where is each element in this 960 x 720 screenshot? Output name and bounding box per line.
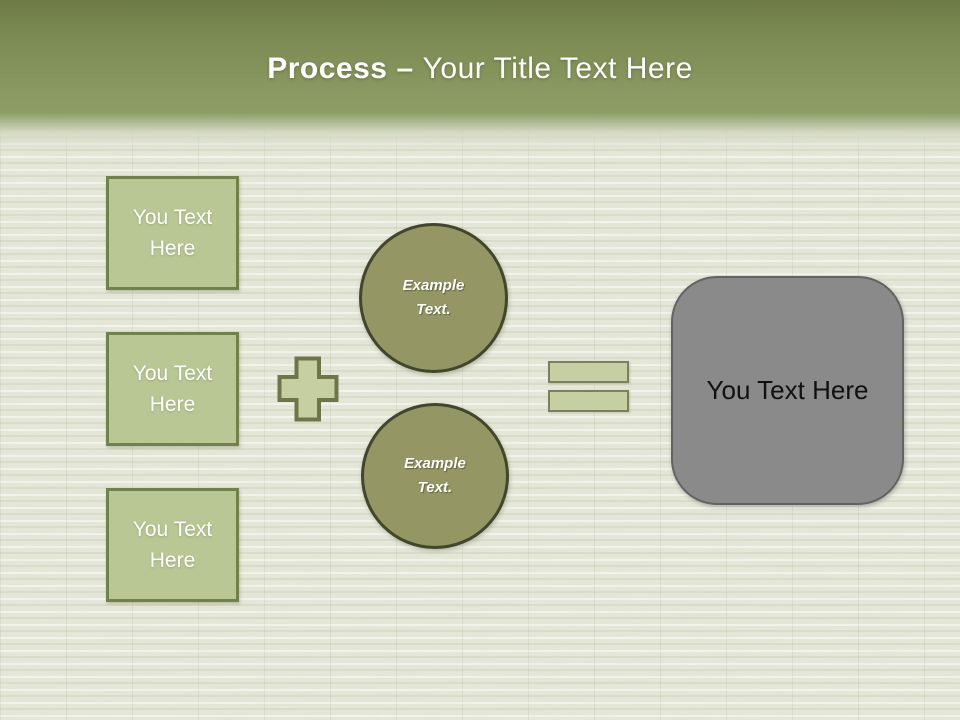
equals-icon <box>548 361 629 412</box>
example-circle-2-label: Example Text. <box>404 455 466 496</box>
plus-icon <box>277 356 339 422</box>
example-circle-1[interactable]: Example Text. <box>359 223 508 373</box>
example-circle-2[interactable]: Example Text. <box>361 403 509 549</box>
slide-title-emphasis: Process <box>267 52 388 85</box>
input-box-2[interactable]: You Text Here <box>106 332 239 446</box>
input-box-1-label: You Text Here <box>132 206 213 260</box>
equals-bottom-bar <box>548 390 629 412</box>
example-circle-1-label: Example Text. <box>402 277 465 318</box>
slide-title-text: Your Title Text Here <box>422 52 693 85</box>
result-box[interactable]: You Text Here <box>671 276 904 505</box>
slide-title-dash: – <box>396 52 414 85</box>
input-box-3-label: You Text Here <box>132 518 213 572</box>
input-box-1[interactable]: You Text Here <box>106 176 239 290</box>
slide-title: Process–Your Title Text Here <box>0 52 960 86</box>
equals-top-bar <box>548 361 629 383</box>
result-box-label: You Text Here <box>706 375 869 405</box>
input-box-3[interactable]: You Text Here <box>106 488 239 602</box>
input-box-2-label: You Text Here <box>132 362 213 416</box>
